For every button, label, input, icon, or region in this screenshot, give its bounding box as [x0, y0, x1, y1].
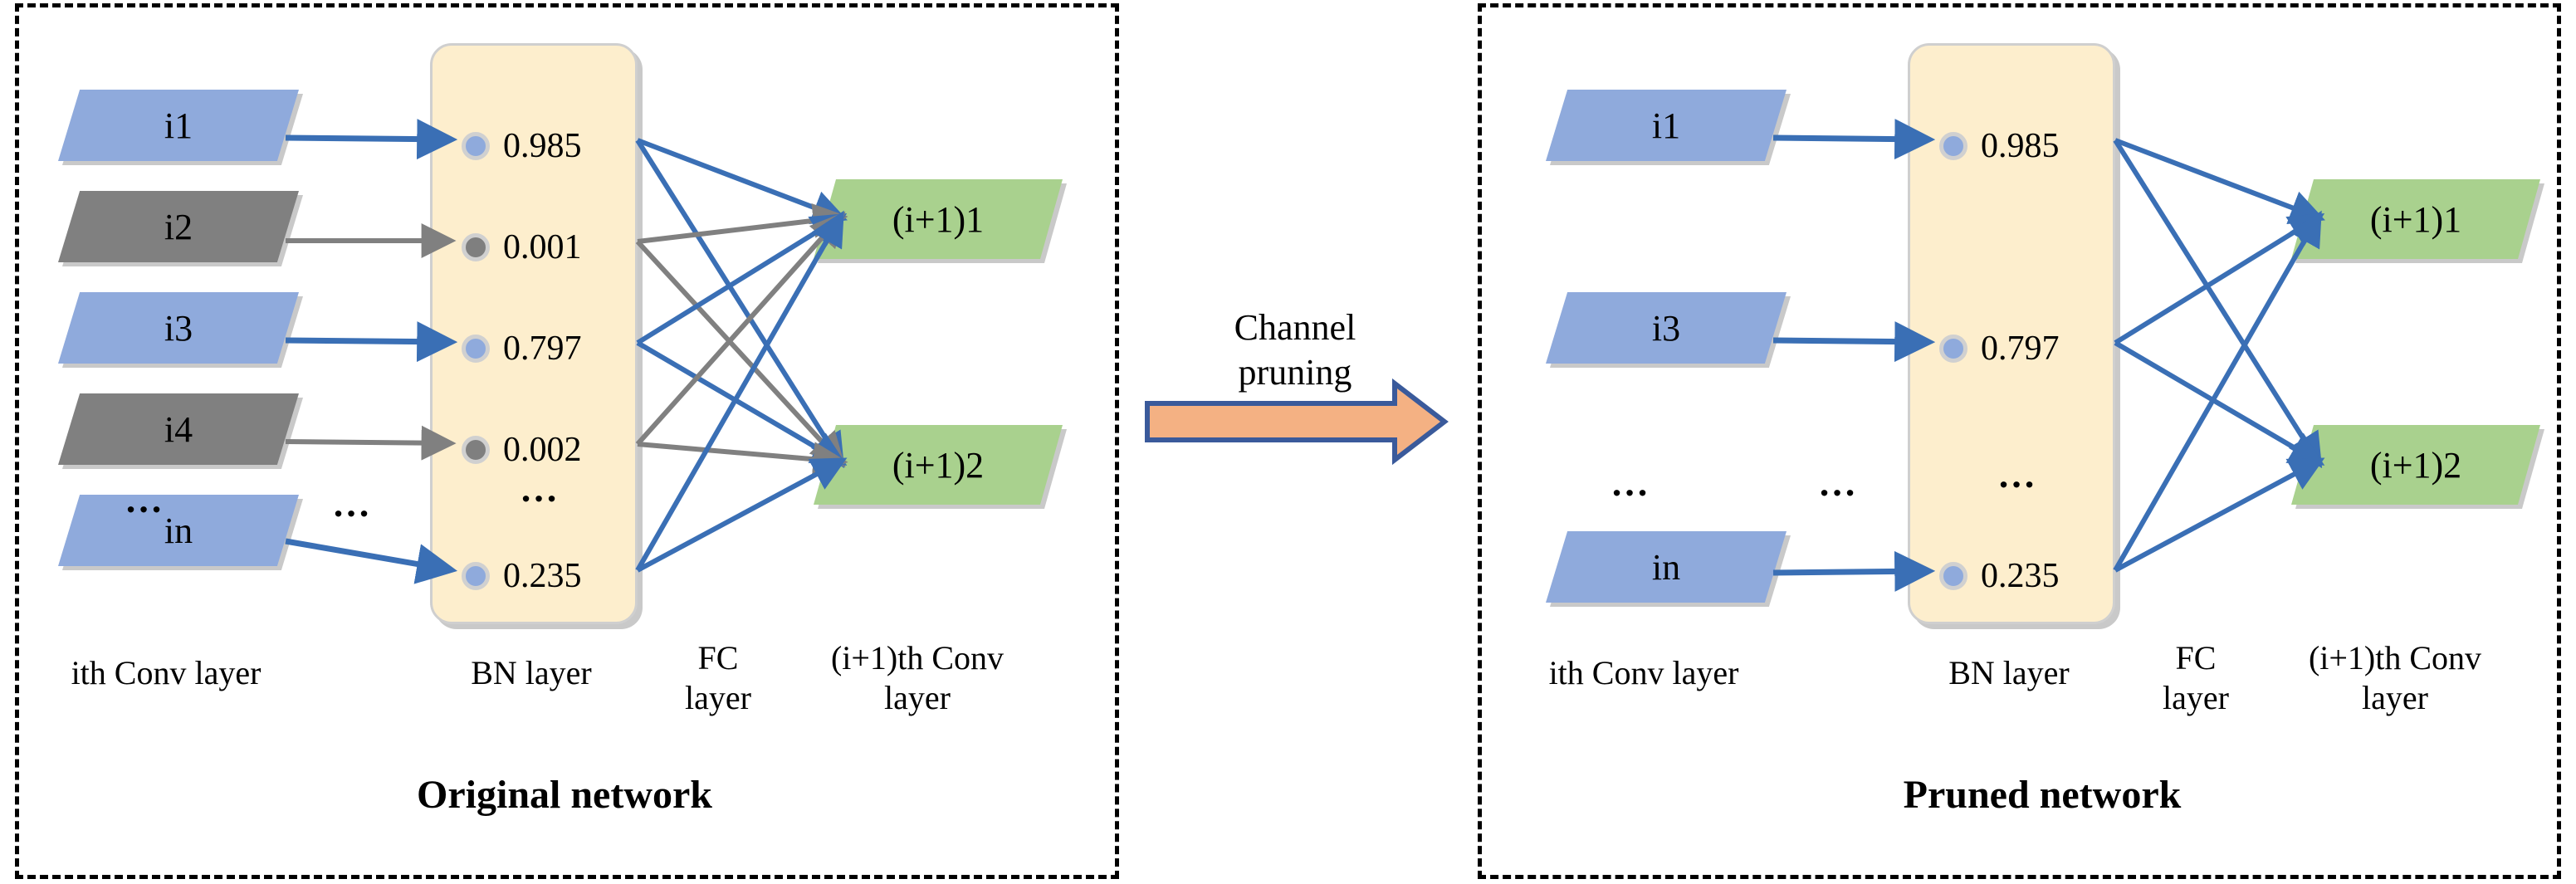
caption-fc-layer-line2: layer — [685, 679, 751, 716]
original-network-panel — [15, 3, 1119, 879]
bn-channel-row[interactable]: 0.001 — [462, 227, 582, 267]
bn-node-pruned — [462, 436, 490, 464]
output-channel-block[interactable]: (i+1)1 — [814, 179, 1067, 263]
output-channel-block[interactable]: (i+1)1 — [2291, 179, 2544, 263]
channel-pruning-label-line2: pruning — [1238, 352, 1352, 393]
output-channel-label: (i+1)1 — [2291, 179, 2540, 259]
bn-scaling-value: 0.797 — [1981, 330, 2060, 368]
output-channel-block[interactable]: (i+1)2 — [814, 425, 1067, 509]
input-channel-label: i3 — [1546, 292, 1787, 364]
input-channel-label: in — [1546, 531, 1787, 603]
input-channel-block[interactable]: in — [1546, 531, 1791, 607]
bn-scaling-value: 0.985 — [1981, 127, 2060, 165]
caption-fc-layer-line1: FC — [697, 639, 739, 676]
input-gap-ellipsis: … — [332, 482, 374, 525]
caption-fc-layer-line1: FC — [2175, 639, 2217, 676]
input-channel-block[interactable]: i3 — [58, 292, 303, 368]
input-channel-block[interactable]: i4 — [58, 393, 303, 469]
bn-channel-row[interactable]: 0.235 — [1939, 556, 2060, 596]
caption-ith-conv-layer: ith Conv layer — [71, 654, 262, 691]
caption-next-conv-line1: (i+1)th Conv — [2308, 639, 2482, 676]
input-channel-block[interactable]: i1 — [1546, 90, 1791, 165]
bn-scaling-value: 0.001 — [503, 228, 582, 266]
input-channel-label: i1 — [1546, 90, 1787, 161]
bn-node-kept — [1939, 335, 1967, 363]
input-channel-label: i3 — [58, 292, 299, 364]
caption-bn-layer: BN layer — [1948, 654, 2070, 691]
caption-next-conv-line2: layer — [884, 679, 951, 716]
bn-node-kept — [1939, 562, 1967, 590]
input-channel-ellipsis: … — [1611, 462, 1652, 504]
caption-ith-conv-layer: ith Conv layer — [1548, 654, 1739, 691]
caption-bn-layer: BN layer — [471, 654, 592, 691]
channel-pruning-label-line1: Channel — [1234, 307, 1356, 348]
bn-node-kept — [462, 335, 490, 363]
output-channel-label: (i+1)1 — [814, 179, 1063, 259]
pruned-network-title: Pruned network — [1903, 773, 2182, 817]
input-channel-label: i4 — [58, 393, 299, 465]
bn-channel-row[interactable]: 0.235 — [462, 556, 582, 596]
original-network-title: Original network — [417, 773, 712, 817]
bn-channel-row[interactable]: 0.985 — [462, 126, 582, 166]
bn-channel-row[interactable]: 0.797 — [462, 329, 582, 369]
output-channel-block[interactable]: (i+1)2 — [2291, 425, 2544, 509]
input-channel-label: in — [58, 495, 299, 566]
input-channel-label: i2 — [58, 191, 299, 262]
bn-node-kept — [1939, 132, 1967, 160]
bn-node-kept — [462, 562, 490, 590]
caption-fc-layer-line2: layer — [2163, 679, 2229, 716]
bn-scaling-value: 0.002 — [503, 431, 582, 469]
bn-channel-row[interactable]: 0.002 — [462, 430, 582, 470]
bn-scaling-value: 0.797 — [503, 330, 582, 368]
input-channel-ellipsis: … — [125, 478, 166, 520]
bn-channel-row[interactable]: 0.797 — [1939, 329, 2060, 369]
input-gap-ellipsis: … — [1818, 462, 1860, 504]
bn-channel-ellipsis: … — [1997, 453, 2039, 496]
bn-channel-ellipsis: … — [520, 467, 561, 510]
input-channel-block[interactable]: i1 — [58, 90, 303, 165]
bn-scaling-value: 0.235 — [503, 557, 582, 595]
bn-scaling-value: 0.235 — [1981, 557, 2060, 595]
input-channel-block[interactable]: i2 — [58, 191, 303, 266]
input-channel-label: i1 — [58, 90, 299, 161]
input-channel-block[interactable]: i3 — [1546, 292, 1791, 368]
bn-channel-row[interactable]: 0.985 — [1939, 126, 2060, 166]
caption-next-conv-line2: layer — [2362, 679, 2428, 716]
channel-pruning-arrow — [1145, 378, 1449, 466]
output-channel-label: (i+1)2 — [2291, 425, 2540, 505]
input-channel-block[interactable]: in — [58, 495, 303, 570]
caption-next-conv-line1: (i+1)th Conv — [830, 639, 1004, 676]
pruned-network-panel — [1478, 3, 2561, 879]
output-channel-label: (i+1)2 — [814, 425, 1063, 505]
bn-scaling-value: 0.985 — [503, 127, 582, 165]
bn-node-kept — [462, 132, 490, 160]
bn-node-pruned — [462, 233, 490, 261]
